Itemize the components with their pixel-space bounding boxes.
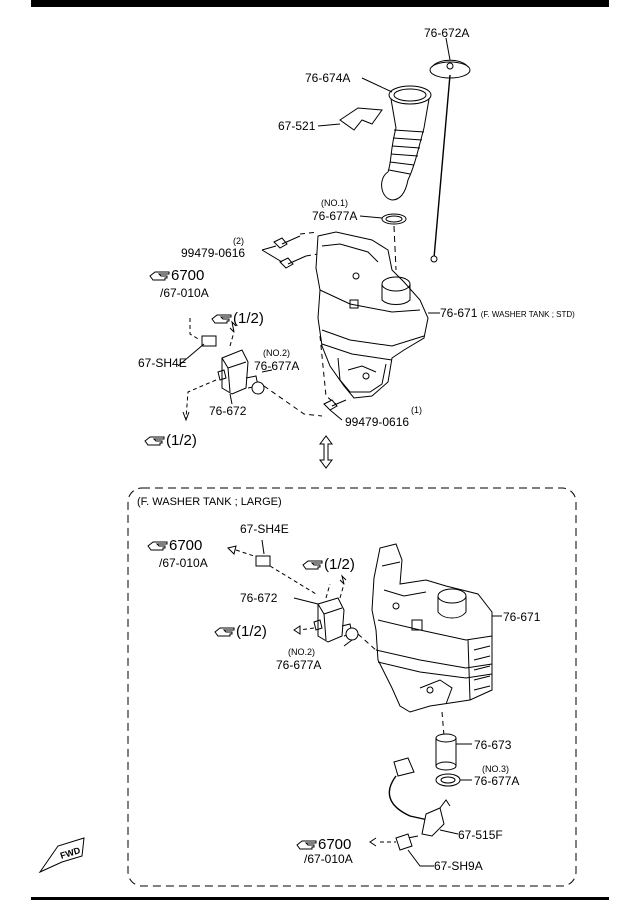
ref-6700-large: 6700 [147,537,202,555]
hand-pointing-icon [296,840,317,850]
label-76-672-large: 76-672 [240,591,278,605]
washer-tank-std [315,231,429,399]
large-section-title: (F. WASHER TANK ; LARGE) [137,496,282,508]
label-76-674A: 76-674A [305,71,351,85]
large-section-frame [127,487,577,887]
label-qty2: (2) [233,236,244,246]
label-99479-0616-a: 99479-0616 [181,246,246,260]
label-99479-0616-b: 99479-0616 [345,415,410,429]
leader-76-672A [445,37,451,61]
label-67-010A-large-b: /67-010A [304,852,353,866]
label-76-672A: 76-672A [424,26,470,40]
label-67-SH4E-std: 67-SH4E [138,356,187,370]
label-76-672-std: 76-672 [209,404,247,418]
top-rule [31,0,609,7]
label-76-677A-no1: 76-677A [312,209,358,223]
filler-pipe-76-674A [381,85,432,201]
ref-half-large-a: (1/2) [302,556,355,574]
fwd-arrow-icon [38,837,85,874]
leader-76-674A [361,77,393,93]
hand-pointing-icon [149,271,170,281]
bottom-rule [31,897,609,900]
label-67-SH9A: 67-SH9A [434,859,483,873]
filter-76-673 [435,733,457,771]
clip-67-521 [339,107,383,131]
hand-pointing-icon [147,541,168,551]
label-76-677A-large: 76-677A [276,658,322,672]
label-qty1: (1) [411,405,422,415]
hand-pointing-icon [214,627,235,637]
ref-6700-std: 6700 [149,267,204,285]
double-arrow-icon [319,435,333,469]
label-no3: (NO.3) [482,764,509,774]
hand-pointing-icon [302,560,323,570]
label-76-677A-no3: 76-677A [474,774,520,788]
label-67-515F: 67-515F [458,828,503,842]
connector-67-SH4E-large [255,555,271,567]
hand-pointing-icon [144,436,165,446]
harness-67-515F [388,757,451,847]
bolt-std-upper [273,235,307,269]
washer-tank-large [371,543,493,713]
label-no2-std: (NO.2) [263,348,290,358]
label-no1: (NO.1) [321,198,348,208]
label-67-010A-large: /67-010A [159,556,208,570]
oring-no3 [435,773,461,787]
ref-half-std-a: (1/2) [211,310,264,328]
pump-76-672-large [313,597,359,643]
bolt-std-lower [323,399,347,421]
connector-67-SH9A [395,833,434,867]
label-76-677A-std: 76-677A [254,359,300,373]
label-76-671-large: 76-671 [503,610,541,624]
label-67-SH4E-large: 67-SH4E [240,522,289,536]
ref-half-std-b: (1/2) [144,432,197,450]
pump-76-672-std [201,335,265,395]
ref-6700-large-b: 6700 [296,836,351,854]
label-76-673: 76-673 [474,738,512,752]
ref-half-large-b: (1/2) [214,623,267,641]
label-76-671-std: 76-671 (F. WASHER TANK ; STD) [440,306,575,320]
hand-pointing-icon [211,314,232,324]
label-no2-large: (NO.2) [288,647,315,657]
label-67-521: 67-521 [278,119,316,133]
label-67-010A-std: /67-010A [160,286,209,300]
cap-76-672A [429,59,471,263]
